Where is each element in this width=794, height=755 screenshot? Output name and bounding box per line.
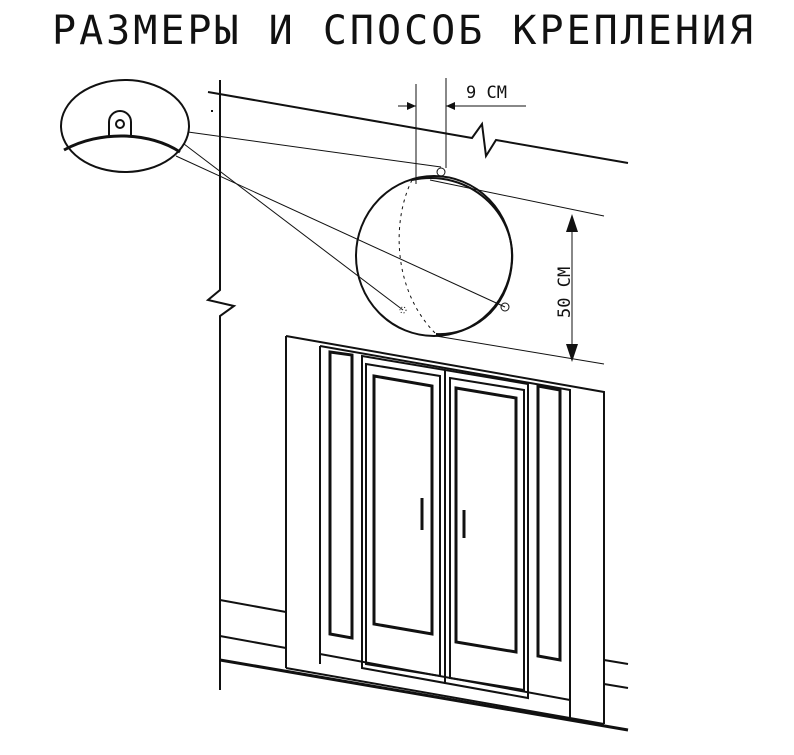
callout-bubble (60, 79, 190, 173)
diameter-ext-top (429, 179, 605, 217)
leader-line-2 (183, 143, 404, 311)
sign-hidden-edge (398, 179, 437, 335)
depth-arrow-right (446, 102, 455, 110)
sign-side (411, 177, 514, 336)
diameter-dimension: 50 СМ (429, 179, 605, 365)
plinth-top-left (219, 599, 287, 613)
mount-lug-hidden (399, 306, 407, 314)
diameter-ext-bottom (435, 335, 605, 365)
diameter-arrow-bottom (566, 344, 578, 362)
door-portal (285, 335, 605, 725)
ground-line (219, 658, 629, 732)
door-glass-right (454, 386, 518, 654)
detail-callout (60, 79, 506, 311)
leader-line-1 (187, 131, 442, 168)
portal-outer-right (285, 335, 605, 724)
door-leaf-left (365, 362, 441, 678)
wall-top-edge (207, 91, 629, 164)
callout-lug (108, 110, 132, 136)
portal-bottom (285, 667, 605, 725)
plinth-mid-left (219, 635, 287, 649)
mount-lug-top (436, 167, 446, 177)
depth-arrow-left (407, 102, 416, 110)
leader-line-3 (175, 155, 506, 308)
door-leaf-right (449, 376, 525, 692)
depth-dimension: 9 СМ (398, 78, 526, 184)
side-panel-right (536, 384, 562, 662)
door-glass-left (372, 374, 434, 636)
callout-rim-arc (63, 134, 181, 154)
plinth-right-low (603, 683, 629, 689)
wall-left-edge (205, 80, 237, 690)
mount-lug-right (500, 302, 510, 312)
plinth-right (603, 659, 629, 665)
round-sign (355, 167, 514, 337)
portal-inner (319, 345, 571, 720)
depth-label: 9 СМ (466, 83, 507, 103)
diameter-label: 50 СМ (555, 267, 575, 318)
diameter-arrow-top (566, 214, 578, 232)
callout-lug-hole (115, 119, 125, 129)
building-outline (205, 80, 629, 732)
side-panel-left (328, 350, 354, 640)
sign-back-rim (355, 175, 513, 337)
door-frame (361, 354, 529, 700)
page-title: РАЗМЕРЫ И СПОСОБ КРЕПЛЕНИЯ (52, 8, 757, 54)
